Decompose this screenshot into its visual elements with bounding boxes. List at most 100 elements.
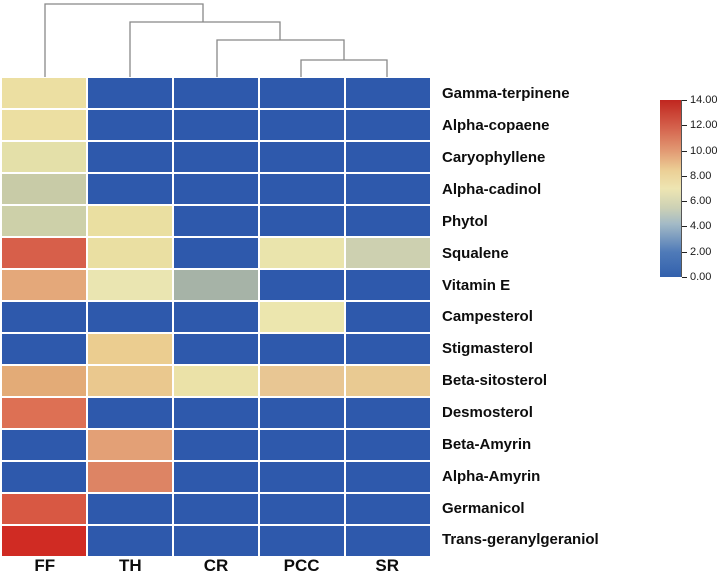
heatmap-cell-Campesterol-SR <box>346 302 430 332</box>
heatmap-cell-Alpha-Amyrin-CR <box>174 462 258 492</box>
colorbar-tick-label-0.00: 0.00 <box>690 271 712 283</box>
heatmap-cell-Alpha-copaene-PCC <box>260 110 344 140</box>
heatmap-grid <box>2 78 430 556</box>
heatmap-cell-Alpha-copaene-FF <box>2 110 86 140</box>
heatmap-cell-Germanicol-PCC <box>260 494 344 524</box>
heatmap-cell-Squalene-PCC <box>260 238 344 268</box>
heatmap-cell-Stigmasterol-FF <box>2 334 86 364</box>
heatmap-cell-Germanicol-SR <box>346 494 430 524</box>
colorbar-tick-label-14.00: 14.00 <box>690 94 718 106</box>
heatmap-cell-Beta-sitosterol-PCC <box>260 366 344 396</box>
colorbar-gradient <box>660 100 682 277</box>
heatmap-cell-Trans-geranylgeraniol-FF <box>2 526 86 556</box>
heatmap-cell-Campesterol-TH <box>88 302 172 332</box>
dendrogram-branch-3 <box>300 59 388 77</box>
heatmap-cell-Alpha-Amyrin-TH <box>88 462 172 492</box>
heatmap-cell-Stigmasterol-CR <box>174 334 258 364</box>
heatmap-cell-Germanicol-FF <box>2 494 86 524</box>
heatmap-cell-Beta-Amyrin-TH <box>88 430 172 460</box>
heatmap-cell-Beta-sitosterol-FF <box>2 366 86 396</box>
heatmap-cell-Desmosterol-TH <box>88 398 172 428</box>
heatmap-cell-Caryophyllene-TH <box>88 142 172 172</box>
heatmap-cell-Phytol-SR <box>346 206 430 236</box>
colorbar-tick <box>682 226 687 227</box>
col-label-PCC: PCC <box>283 556 320 575</box>
heatmap-cell-Stigmasterol-SR <box>346 334 430 364</box>
heatmap-cell-Alpha-Amyrin-FF <box>2 462 86 492</box>
row-label-Campesterol: Campesterol <box>442 308 533 326</box>
heatmap-cell-Squalene-SR <box>346 238 430 268</box>
row-label-Gamma-terpinene: Gamma-terpinene <box>442 85 570 103</box>
heatmap-cell-Alpha-Amyrin-PCC <box>260 462 344 492</box>
col-label-TH: TH <box>119 556 142 575</box>
heatmap-cell-Alpha-copaene-TH <box>88 110 172 140</box>
colorbar-tick <box>682 100 687 101</box>
row-label-Phytol: Phytol <box>442 212 488 230</box>
heatmap-cell-Desmosterol-SR <box>346 398 430 428</box>
heatmap-cell-Squalene-FF <box>2 238 86 268</box>
heatmap-cell-Gamma-terpinene-SR <box>346 78 430 108</box>
heatmap-cell-Alpha-cadinol-PCC <box>260 174 344 204</box>
heatmap-cell-Germanicol-TH <box>88 494 172 524</box>
colorbar-tick-label-4.00: 4.00 <box>690 220 712 232</box>
heatmap-cell-Caryophyllene-CR <box>174 142 258 172</box>
heatmap-cell-Caryophyllene-SR <box>346 142 430 172</box>
heatmap-cell-Vitamin E-SR <box>346 270 430 300</box>
heatmap-cell-Alpha-cadinol-SR <box>346 174 430 204</box>
heatmap-cell-Alpha-cadinol-CR <box>174 174 258 204</box>
heatmap-cell-Alpha-copaene-SR <box>346 110 430 140</box>
heatmap-cell-Trans-geranylgeraniol-SR <box>346 526 430 556</box>
row-label-Alpha-Amyrin: Alpha-Amyrin <box>442 467 541 485</box>
colorbar-tick <box>682 201 687 202</box>
heatmap-cell-Stigmasterol-PCC <box>260 334 344 364</box>
colorbar-tick-label-12.00: 12.00 <box>690 119 718 131</box>
heatmap-cell-Phytol-CR <box>174 206 258 236</box>
heatmap-cell-Alpha-cadinol-FF <box>2 174 86 204</box>
column-labels: FF TH CR PCC SR <box>2 556 430 576</box>
heatmap-cell-Vitamin E-CR <box>174 270 258 300</box>
heatmap-cell-Beta-Amyrin-PCC <box>260 430 344 460</box>
heatmap-cell-Alpha-Amyrin-SR <box>346 462 430 492</box>
heatmap-cell-Caryophyllene-FF <box>2 142 86 172</box>
row-label-Alpha-copaene: Alpha-copaene <box>442 117 550 135</box>
heatmap-cell-Trans-geranylgeraniol-CR <box>174 526 258 556</box>
row-label-Alpha-cadinol: Alpha-cadinol <box>442 181 542 198</box>
heatmap-cell-Beta-Amyrin-CR <box>174 430 258 460</box>
colorbar-tick-label-10.00: 10.00 <box>690 145 718 157</box>
row-label-Trans-geranylgeraniol: Trans-geranylgeraniol <box>442 531 599 549</box>
col-label-SR: SR <box>375 556 399 575</box>
heatmap-cell-Phytol-TH <box>88 206 172 236</box>
heatmap-cell-Gamma-terpinene-PCC <box>260 78 344 108</box>
heatmap-cell-Caryophyllene-PCC <box>260 142 344 172</box>
heatmap-cell-Germanicol-CR <box>174 494 258 524</box>
heatmap-cell-Beta-Amyrin-SR <box>346 430 430 460</box>
col-label-CR: CR <box>203 556 229 575</box>
heatmap-cell-Alpha-copaene-CR <box>174 110 258 140</box>
row-label-Beta-sitosterol: Beta-sitosterol <box>442 372 548 390</box>
colorbar-tick <box>682 125 687 126</box>
dendrogram-branch-2 <box>216 39 345 77</box>
colorbar-tick <box>682 277 687 278</box>
col-label-FF: FF <box>34 556 56 575</box>
colorbar-tick <box>682 151 687 152</box>
heatmap-cell-Desmosterol-CR <box>174 398 258 428</box>
row-label-Germanicol: Germanicol <box>442 499 525 517</box>
heatmap-cell-Campesterol-PCC <box>260 302 344 332</box>
heatmap-cell-Alpha-cadinol-TH <box>88 174 172 204</box>
heatmap-cell-Phytol-FF <box>2 206 86 236</box>
heatmap-cell-Gamma-terpinene-FF <box>2 78 86 108</box>
dendrogram-branch-0 <box>44 3 204 77</box>
row-label-Vitamin E: Vitamin E <box>442 276 511 294</box>
heatmap-cell-Beta-sitosterol-CR <box>174 366 258 396</box>
colorbar-tick <box>682 176 687 177</box>
heatmap-cell-Gamma-terpinene-TH <box>88 78 172 108</box>
heatmap-cell-Phytol-PCC <box>260 206 344 236</box>
heatmap-cell-Vitamin E-PCC <box>260 270 344 300</box>
heatmap-cell-Desmosterol-PCC <box>260 398 344 428</box>
heatmap-cell-Beta-sitosterol-TH <box>88 366 172 396</box>
dendrogram-branch-1 <box>129 21 281 77</box>
row-label-Squalene: Squalene <box>442 244 509 262</box>
colorbar-tick-label-2.00: 2.00 <box>690 246 712 258</box>
